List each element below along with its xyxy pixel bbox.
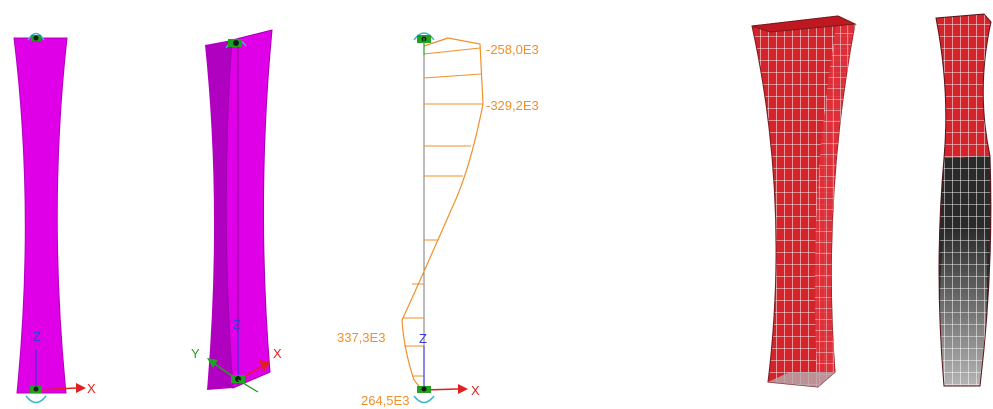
support-icon — [27, 32, 45, 41]
column-body — [13, 37, 68, 394]
diagram-hatch-lines — [403, 37, 483, 377]
z-axis-label: Z — [233, 317, 241, 332]
x-axis-label: X — [273, 346, 282, 361]
z-axis-label: Z — [33, 329, 41, 344]
column-view-isometric: Z Y X — [191, 29, 282, 393]
diagram-outline — [401, 37, 484, 393]
x-axis-label: X — [87, 381, 96, 396]
moment-value-label: -329,2E3 — [486, 98, 539, 113]
axis-triad-icon — [25, 350, 86, 404]
y-axis-label: Y — [191, 346, 200, 361]
x-axis-label: X — [471, 383, 480, 398]
moment-value-label: 264,5E3 — [361, 393, 409, 408]
column-body — [225, 29, 273, 389]
mesh-column-view-side — [935, 13, 992, 387]
support-icon — [225, 38, 247, 49]
mesh-column-outline — [935, 13, 992, 387]
support-icon — [413, 32, 435, 55]
moment-value-label: 337,3E3 — [337, 330, 385, 345]
axis-triad-icon — [207, 332, 270, 393]
mesh-column-fade — [940, 228, 988, 386]
mesh-column-bottom — [768, 372, 835, 387]
mesh-column-top — [751, 15, 857, 33]
column-view-front: Z X — [13, 32, 96, 404]
mesh-column-body-upper — [936, 14, 991, 158]
column-body-side — [205, 40, 233, 390]
z-axis-label: Z — [419, 331, 427, 346]
axis-triad-icon — [413, 346, 468, 404]
mesh-column-view-front — [751, 15, 857, 388]
moment-value-label: -258,0E3 — [486, 42, 539, 57]
moment-diagram-view: Z X -258,0E3 -329,2E3 337,3E3 264,5E3 — [337, 32, 539, 408]
mesh-column-side-face — [814, 16, 855, 387]
